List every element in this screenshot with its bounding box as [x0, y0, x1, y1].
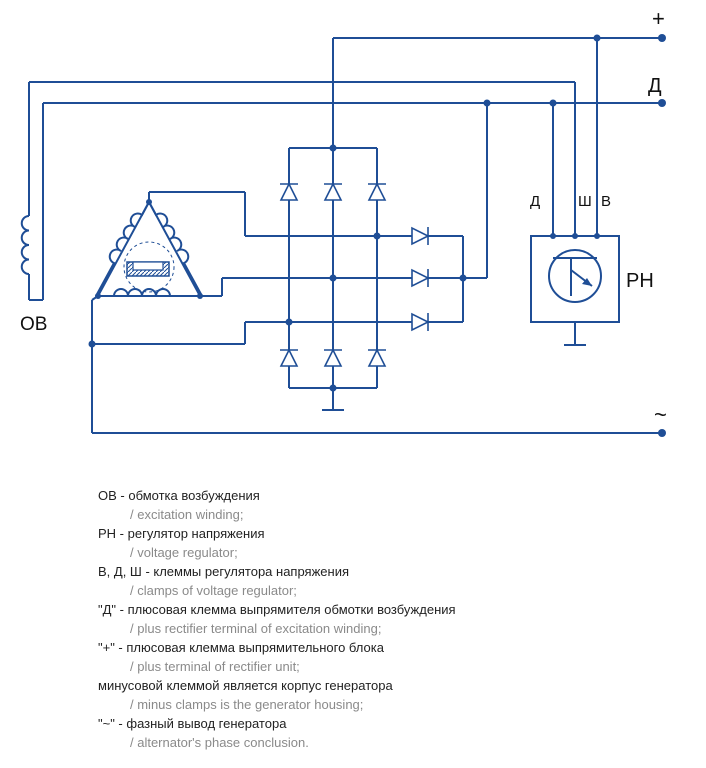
ov-label: ОВ	[20, 314, 47, 335]
legend-ru-line: В, Д, Ш - клеммы регулятора напряжения	[98, 564, 349, 579]
terminal-phase-label: ~	[654, 402, 667, 427]
regulator-d-label: Д	[530, 193, 540, 210]
phase-wire	[91, 300, 662, 434]
excitation-winding-coil	[20, 215, 30, 275]
sh-wire	[28, 81, 576, 300]
excitation-diodes-bus	[462, 236, 487, 322]
rotor-circle	[123, 241, 175, 293]
legend: ОВ - обмотка возбуждения / excitation wi…	[98, 486, 698, 752]
legend-ru-line: минусовой клеммой является корпус генера…	[98, 678, 393, 693]
excitation-diodes	[411, 226, 430, 332]
lower-diodes	[279, 348, 387, 367]
rn-label: РН	[626, 270, 654, 292]
alternator-circuit-diagram: + Д ~ ОВ РН Д Ш В	[20, 6, 667, 437]
voltage-regulator-box	[530, 235, 620, 346]
legend-ru-line: РН - регулятор напряжения	[98, 526, 265, 541]
legend-ru-line: ОВ - обмотка возбуждения	[98, 488, 260, 503]
plus-bus-wire	[332, 37, 662, 236]
legend-en-line: / alternator's phase conclusion.	[130, 735, 309, 750]
legend-en-line: / minus clamps is the generator housing;	[130, 697, 364, 712]
junction-dots	[88, 34, 601, 392]
terminal-dots	[658, 34, 666, 437]
legend-en-line: / clamps of voltage regulator;	[130, 583, 297, 598]
regulator-sh-label: Ш	[578, 193, 592, 210]
regulator-v-label: В	[601, 193, 611, 210]
stator-delta-winding	[95, 199, 203, 297]
legend-en-line: / excitation winding;	[130, 507, 244, 522]
legend-en-line: / voltage regulator;	[130, 545, 238, 560]
legend-en-line: / plus rectifier terminal of excitation …	[130, 621, 382, 636]
terminal-plus-label: +	[652, 6, 665, 31]
d-bus-wire	[42, 102, 662, 300]
upper-diodes	[279, 182, 387, 201]
legend-ru-line: "~" - фазный вывод генератора	[98, 716, 287, 731]
legend-ru-line: "Д" - плюсовая клемма выпрямителя обмотк…	[98, 602, 456, 617]
rotor-magnet	[126, 261, 170, 277]
legend-en-line: / plus terminal of rectifier unit;	[130, 659, 300, 674]
terminal-d-label: Д	[648, 75, 662, 97]
legend-ru-line: "+" - плюсовая клемма выпрямительного бл…	[98, 640, 384, 655]
